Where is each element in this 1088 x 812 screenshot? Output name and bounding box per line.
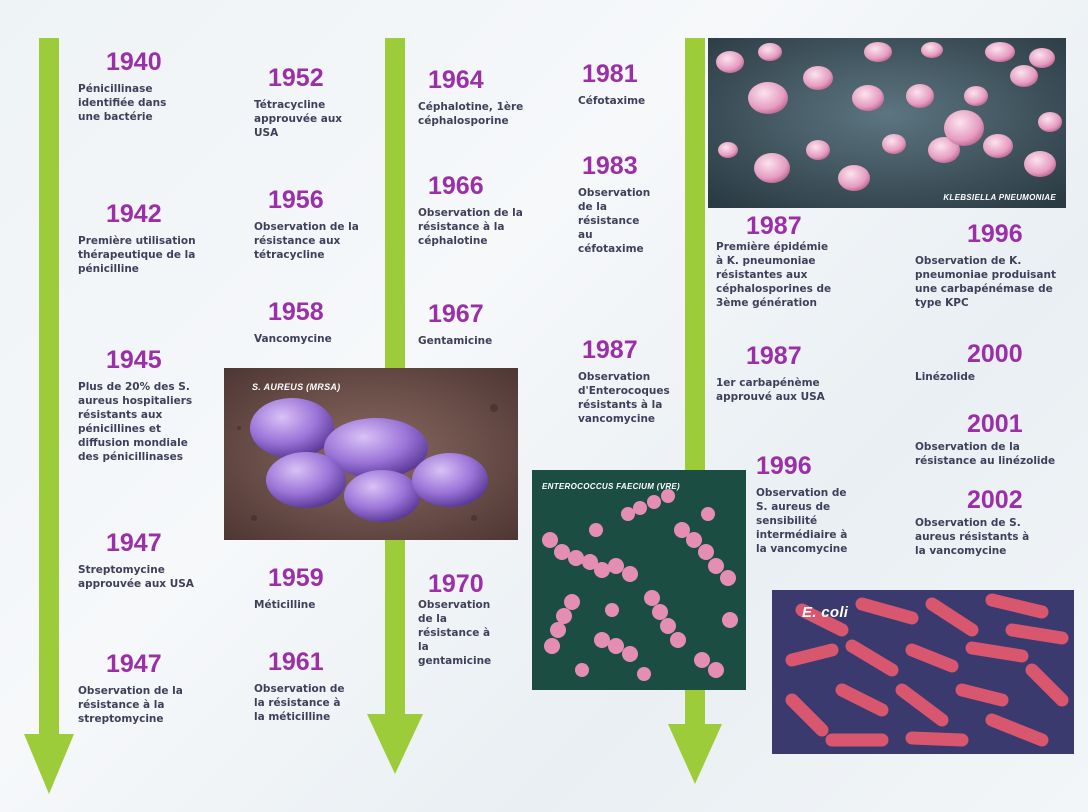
event-text: Observation d'Enterocoques résistants à … [578, 370, 670, 426]
saureus-caption: S. AUREUS (MRSA) [252, 382, 340, 392]
event-2001: 2001 Observation de la résistance au lin… [915, 410, 1055, 468]
event-1956: 1956 Observation de la résistance aux té… [254, 186, 359, 262]
event-text: Plus de 20% des S. aureus hospitaliers r… [78, 380, 192, 464]
event-text: 1er carbapénème approuvé aux USA [716, 376, 825, 404]
event-1947b: 1947 Observation de la résistance à la s… [78, 650, 183, 726]
event-text: Première utilisation thérapeutique de la… [78, 234, 196, 276]
event-year: 1956 [268, 186, 359, 214]
event-text: Première épidémie à K. pneumoniae résist… [716, 240, 831, 310]
event-text: Streptomycine approuvée aux USA [78, 563, 194, 591]
event-year: 2002 [967, 486, 1029, 514]
event-year: 1987 [582, 336, 670, 364]
event-text: Linézolide [915, 370, 1023, 384]
event-1981: 1981 Céfotaxime [578, 60, 645, 108]
klebsiella-caption: KLEBSIELLA PNEUMONIAE [943, 193, 1056, 202]
event-1970: 1970 Observation de la résistance à la g… [418, 570, 491, 668]
klebsiella-photo: KLEBSIELLA PNEUMONIAE [708, 38, 1066, 208]
event-year: 1981 [582, 60, 645, 88]
event-year: 1961 [268, 648, 345, 676]
event-1942: 1942 Première utilisation thérapeutique … [78, 200, 196, 276]
event-year: 2000 [967, 340, 1023, 368]
event-1966: 1966 Observation de la résistance à la c… [418, 172, 523, 248]
event-text: Pénicillinase identifiée dans une bactér… [78, 82, 166, 124]
event-text: Observation de la résistance aux tétracy… [254, 220, 359, 262]
event-year: 1996 [756, 452, 847, 480]
event-text: Observation de la résistance à la métici… [254, 682, 345, 724]
event-1996a: 1996 Observation de S. aureus de sensibi… [756, 452, 847, 556]
event-year: 1967 [428, 300, 492, 328]
event-1947a: 1947 Streptomycine approuvée aux USA [78, 529, 194, 591]
event-year: 1987 [746, 212, 831, 240]
event-1945: 1945 Plus de 20% des S. aureus hospitali… [78, 346, 192, 464]
enterococcus-photo: ENTEROCOCCUS FAECIUM (VRE) [532, 470, 746, 690]
event-1987b: 1987 Première épidémie à K. pneumoniae r… [716, 212, 831, 310]
event-year: 1966 [428, 172, 523, 200]
event-year: 1959 [268, 564, 324, 592]
event-1958: 1958 Vancomycine [254, 298, 332, 346]
event-text: Tétracycline approuvée aux USA [254, 98, 342, 140]
event-text: Observation de K. pneumoniae produisant … [915, 254, 1056, 310]
event-1961: 1961 Observation de la résistance à la m… [254, 648, 345, 724]
event-1952: 1952 Tétracycline approuvée aux USA [254, 64, 342, 140]
event-year: 1996 [967, 220, 1056, 248]
event-1987a: 1987 Observation d'Enterocoques résistan… [578, 336, 670, 426]
event-text: Observation de la résistance au linézoli… [915, 440, 1055, 468]
event-year: 1970 [428, 570, 491, 598]
event-text: Observation de la résistance à la gentam… [418, 598, 491, 668]
event-year: 1945 [106, 346, 192, 374]
event-year: 1947 [106, 529, 194, 557]
event-year: 1964 [428, 66, 523, 94]
ecoli-photo: E. coli [772, 590, 1074, 754]
ecoli-caption: E. coli [802, 604, 848, 621]
event-year: 1947 [106, 650, 183, 678]
timeline-arrow-1 [24, 38, 74, 794]
event-2000: 2000 Linézolide [915, 340, 1023, 384]
event-text: Observation de S. aureus de sensibilité … [756, 486, 847, 556]
event-year: 1983 [582, 152, 650, 180]
event-text: Vancomycine [254, 332, 332, 346]
event-1983: 1983 Observation de la résistance au céf… [578, 152, 650, 256]
event-1996b: 1996 Observation de K. pneumoniae produi… [915, 220, 1056, 310]
event-2002: 2002 Observation de S. aureus résistants… [915, 486, 1029, 558]
event-1964: 1964 Céphalotine, 1ère céphalosporine [418, 66, 523, 128]
saureus-photo: S. AUREUS (MRSA) [224, 368, 518, 540]
event-text: Observation de la résistance à la strept… [78, 684, 183, 726]
event-text: Observation de la résistance à la céphal… [418, 206, 523, 248]
event-text: Céphalotine, 1ère céphalosporine [418, 100, 523, 128]
event-year: 1942 [106, 200, 196, 228]
event-text: Observation de la résistance au céfotaxi… [578, 186, 650, 256]
event-year: 1987 [746, 342, 825, 370]
event-1940: 1940 Pénicillinase identifiée dans une b… [78, 48, 166, 124]
event-1967: 1967 Gentamicine [418, 300, 492, 348]
event-1959: 1959 Méticilline [254, 564, 324, 612]
enterococcus-caption: ENTEROCOCCUS FAECIUM (VRE) [542, 482, 680, 491]
event-text: Observation de S. aureus résistants à la… [915, 516, 1029, 558]
event-year: 1940 [106, 48, 166, 76]
event-text: Céfotaxime [578, 94, 645, 108]
event-year: 1952 [268, 64, 342, 92]
event-year: 1958 [268, 298, 332, 326]
event-1987c: 1987 1er carbapénème approuvé aux USA [716, 342, 825, 404]
event-text: Gentamicine [418, 334, 492, 348]
event-year: 2001 [967, 410, 1055, 438]
event-text: Méticilline [254, 598, 324, 612]
